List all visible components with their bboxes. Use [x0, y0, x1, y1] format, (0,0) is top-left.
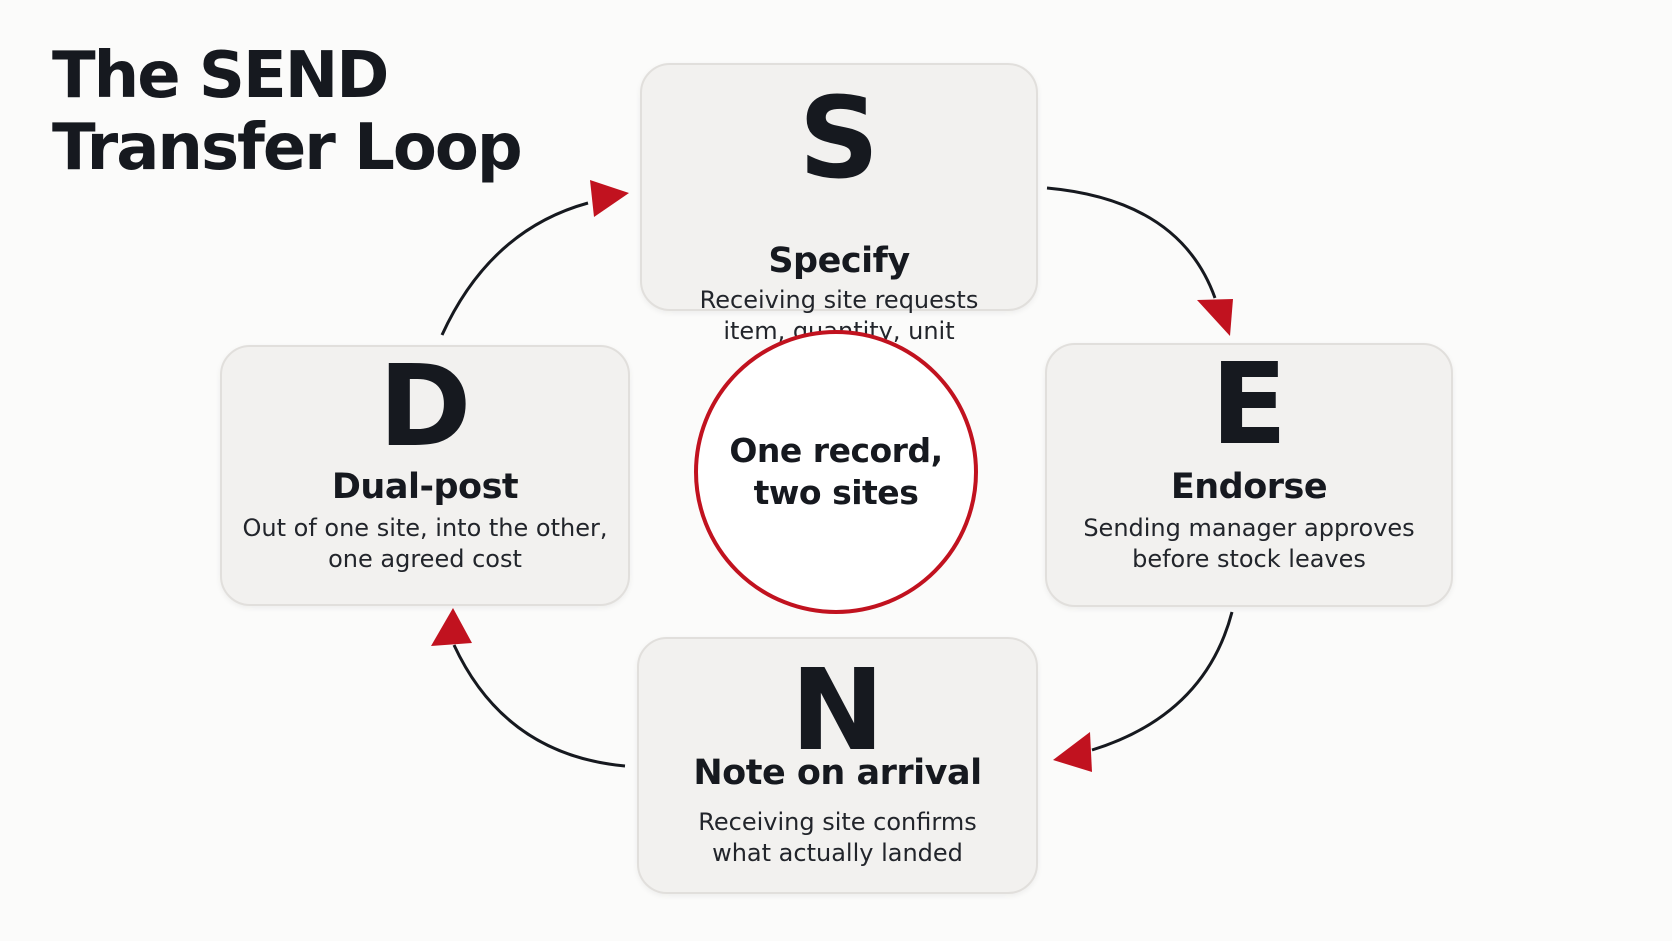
step-name-dual-post: Dual-post [331, 467, 519, 507]
step-description-specify: Receiving site requests item, quantity, … [650, 285, 1028, 347]
center-label-line-1: One record, [729, 431, 943, 470]
title-line-1: The SEND [52, 39, 389, 113]
step-description-dual-post: Out of one site, into the other, one agr… [230, 513, 620, 575]
step-description-line: Sending manager approves [1083, 514, 1415, 542]
step-description-line: before stock leaves [1132, 545, 1366, 573]
step-description-endorse: Sending manager approves before stock le… [1055, 513, 1443, 575]
step-card-dual-post: D Dual-post Out of one site, into the ot… [220, 345, 630, 606]
step-description-line: one agreed cost [328, 545, 522, 573]
center-label: One record, two sites [729, 430, 943, 514]
arrowhead-note-to-dualpost [431, 608, 472, 646]
page-title: The SEND Transfer Loop [52, 40, 612, 184]
step-letter-d: D [378, 342, 472, 472]
step-card-endorse: E Endorse Sending manager approves befor… [1045, 343, 1453, 607]
arrow-dualpost-to-specify [440, 201, 589, 336]
title-line-2: Transfer Loop [52, 111, 523, 185]
step-description-note-on-arrival: Receiving site confirms what actually la… [647, 807, 1028, 869]
step-name-note-on-arrival: Note on arrival [693, 753, 982, 793]
arrow-endorse-to-note [1091, 611, 1234, 752]
step-description-line: Out of one site, into the other, [242, 514, 608, 542]
step-name-endorse: Endorse [1170, 467, 1328, 507]
step-letter-s: S [798, 74, 880, 204]
center-label-line-2: two sites [753, 473, 919, 512]
step-description-line: Receiving site confirms [698, 808, 977, 836]
center-circle: One record, two sites [694, 330, 978, 614]
step-name-specify: Specify [768, 241, 910, 281]
step-description-line: what actually landed [712, 839, 963, 867]
arrow-note-to-dualpost [452, 644, 626, 768]
arrow-specify-to-endorse [1046, 186, 1217, 299]
step-letter-e: E [1210, 340, 1288, 470]
step-letter-n: N [790, 646, 885, 776]
step-card-specify: S Specify Receiving site requests item, … [640, 63, 1038, 345]
step-card-note-on-arrival: N Note on arrival Receiving site confirm… [637, 637, 1038, 894]
step-description-line: Receiving site requests [699, 286, 979, 314]
arrowhead-endorse-to-note [1053, 732, 1092, 772]
arrowhead-specify-to-endorse [1197, 299, 1233, 336]
arrowhead-dualpost-to-specify [590, 180, 629, 217]
